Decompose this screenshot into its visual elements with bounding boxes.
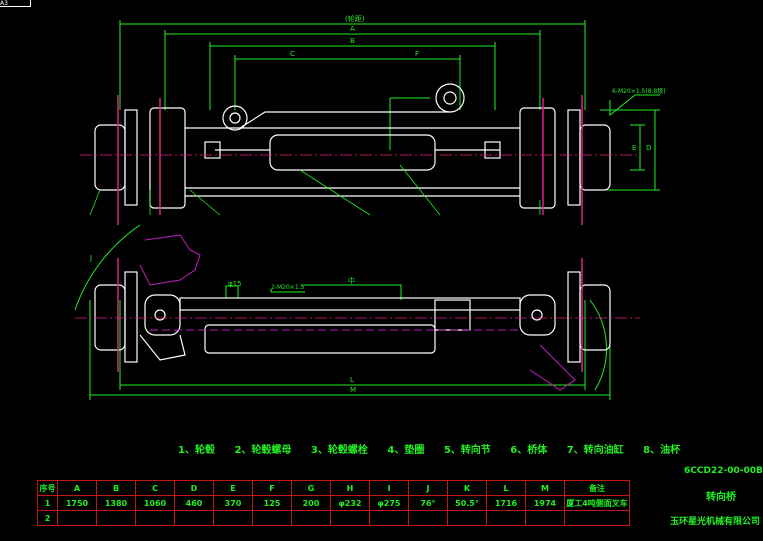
table-cell <box>486 510 526 526</box>
table-header-cell: G <box>291 480 331 496</box>
dim-c: C <box>290 50 295 58</box>
table-cell: 厦工4吨侧面叉车 <box>564 495 630 511</box>
top-view-outline <box>94 83 611 209</box>
top-dimension-lines <box>119 20 660 191</box>
parts-legend: 1、轮毂 2、轮毂螺母 3、轮毂螺栓 4、垫圈 5、转向节 6、桥体 7、转向油… <box>178 441 692 456</box>
dim-e: E <box>632 144 636 152</box>
legend-item: 2、轮毂螺母 <box>234 445 292 456</box>
legend-item: 6、桥体 <box>510 445 548 456</box>
table-row: 2 <box>37 510 630 526</box>
table-cell: 1716 <box>486 495 526 511</box>
table-cell: 1 <box>37 495 58 511</box>
table-cell <box>447 510 487 526</box>
table-cell <box>57 510 97 526</box>
table-cell <box>252 510 292 526</box>
table-header-cell: M <box>525 480 565 496</box>
table-cell <box>135 510 175 526</box>
legend-item: 4、垫圈 <box>387 445 425 456</box>
table-cell <box>213 510 253 526</box>
dim-a: A <box>350 25 355 33</box>
bottom-dimension-lines <box>74 224 611 400</box>
table-header-cell: D <box>174 480 214 496</box>
table-cell <box>564 510 630 526</box>
dim-m: M <box>350 386 356 394</box>
dim-d: D <box>646 144 651 152</box>
table-cell: 1750 <box>57 495 97 511</box>
drawing-name: 转向桥 <box>706 492 736 503</box>
bottom-view-centerlines <box>75 258 640 372</box>
table-header-cell: C <box>135 480 175 496</box>
dim-thread-bottom: 2-M20×1.5 <box>271 284 305 291</box>
table-header-cell: 备注 <box>564 480 630 496</box>
table-cell: 1060 <box>135 495 175 511</box>
table-cell <box>525 510 565 526</box>
table-cell: 200 <box>291 495 331 511</box>
legend-item: 8、油杯 <box>643 445 681 456</box>
table-cell: 2 <box>37 510 58 526</box>
drawing-number: 6CCD22-00-00B <box>684 466 763 476</box>
thread-note-top: 6-M20×1.5(8.8级) <box>612 87 666 95</box>
company-name: 玉环星光机械有限公司 <box>670 517 761 527</box>
table-header-cell: K <box>447 480 487 496</box>
dim-track: (轮距) <box>345 14 365 23</box>
top-view-centerlines <box>80 95 640 225</box>
table-header-cell: J <box>408 480 448 496</box>
table-cell: φ232 <box>330 495 370 511</box>
dim-center: 中 <box>348 276 355 285</box>
bottom-hidden-lines <box>139 234 576 391</box>
bottom-view-outline <box>94 271 611 363</box>
top-leaders <box>89 164 541 216</box>
table-header-cell: L <box>486 480 526 496</box>
legend-item: 7、转向油缸 <box>566 445 624 456</box>
legend-item: 3、轮毂螺栓 <box>310 445 368 456</box>
legend-item: 5、转向节 <box>443 445 491 456</box>
sheet-size-label: A3 <box>0 0 31 7</box>
table-header-cell: E <box>213 480 253 496</box>
table-header-cell: B <box>96 480 136 496</box>
table-cell <box>408 510 448 526</box>
table-header-cell: H <box>330 480 370 496</box>
table-cell: 50.5° <box>447 495 487 511</box>
dim-j: J <box>89 254 92 262</box>
dim-phi15: φ15 <box>228 280 242 288</box>
table-cell <box>174 510 214 526</box>
dim-b: B <box>350 37 355 45</box>
table-cell: 1974 <box>525 495 565 511</box>
table-header-cell: 序号 <box>37 480 58 496</box>
table-cell <box>330 510 370 526</box>
table-cell: 370 <box>213 495 253 511</box>
table-cell: 460 <box>174 495 214 511</box>
table-cell <box>96 510 136 526</box>
table-header-cell: A <box>57 480 97 496</box>
table-header-cell: I <box>369 480 409 496</box>
legend-item: 1、轮毂 <box>178 445 215 456</box>
table-cell: 125 <box>252 495 292 511</box>
dim-f: F <box>415 50 419 58</box>
table-cell <box>291 510 331 526</box>
dim-l: L <box>350 376 354 384</box>
table-header-cell: F <box>252 480 292 496</box>
table-cell <box>369 510 409 526</box>
table-cell: 1380 <box>96 495 136 511</box>
table-cell: φ275 <box>369 495 409 511</box>
table-cell: 76° <box>408 495 448 511</box>
